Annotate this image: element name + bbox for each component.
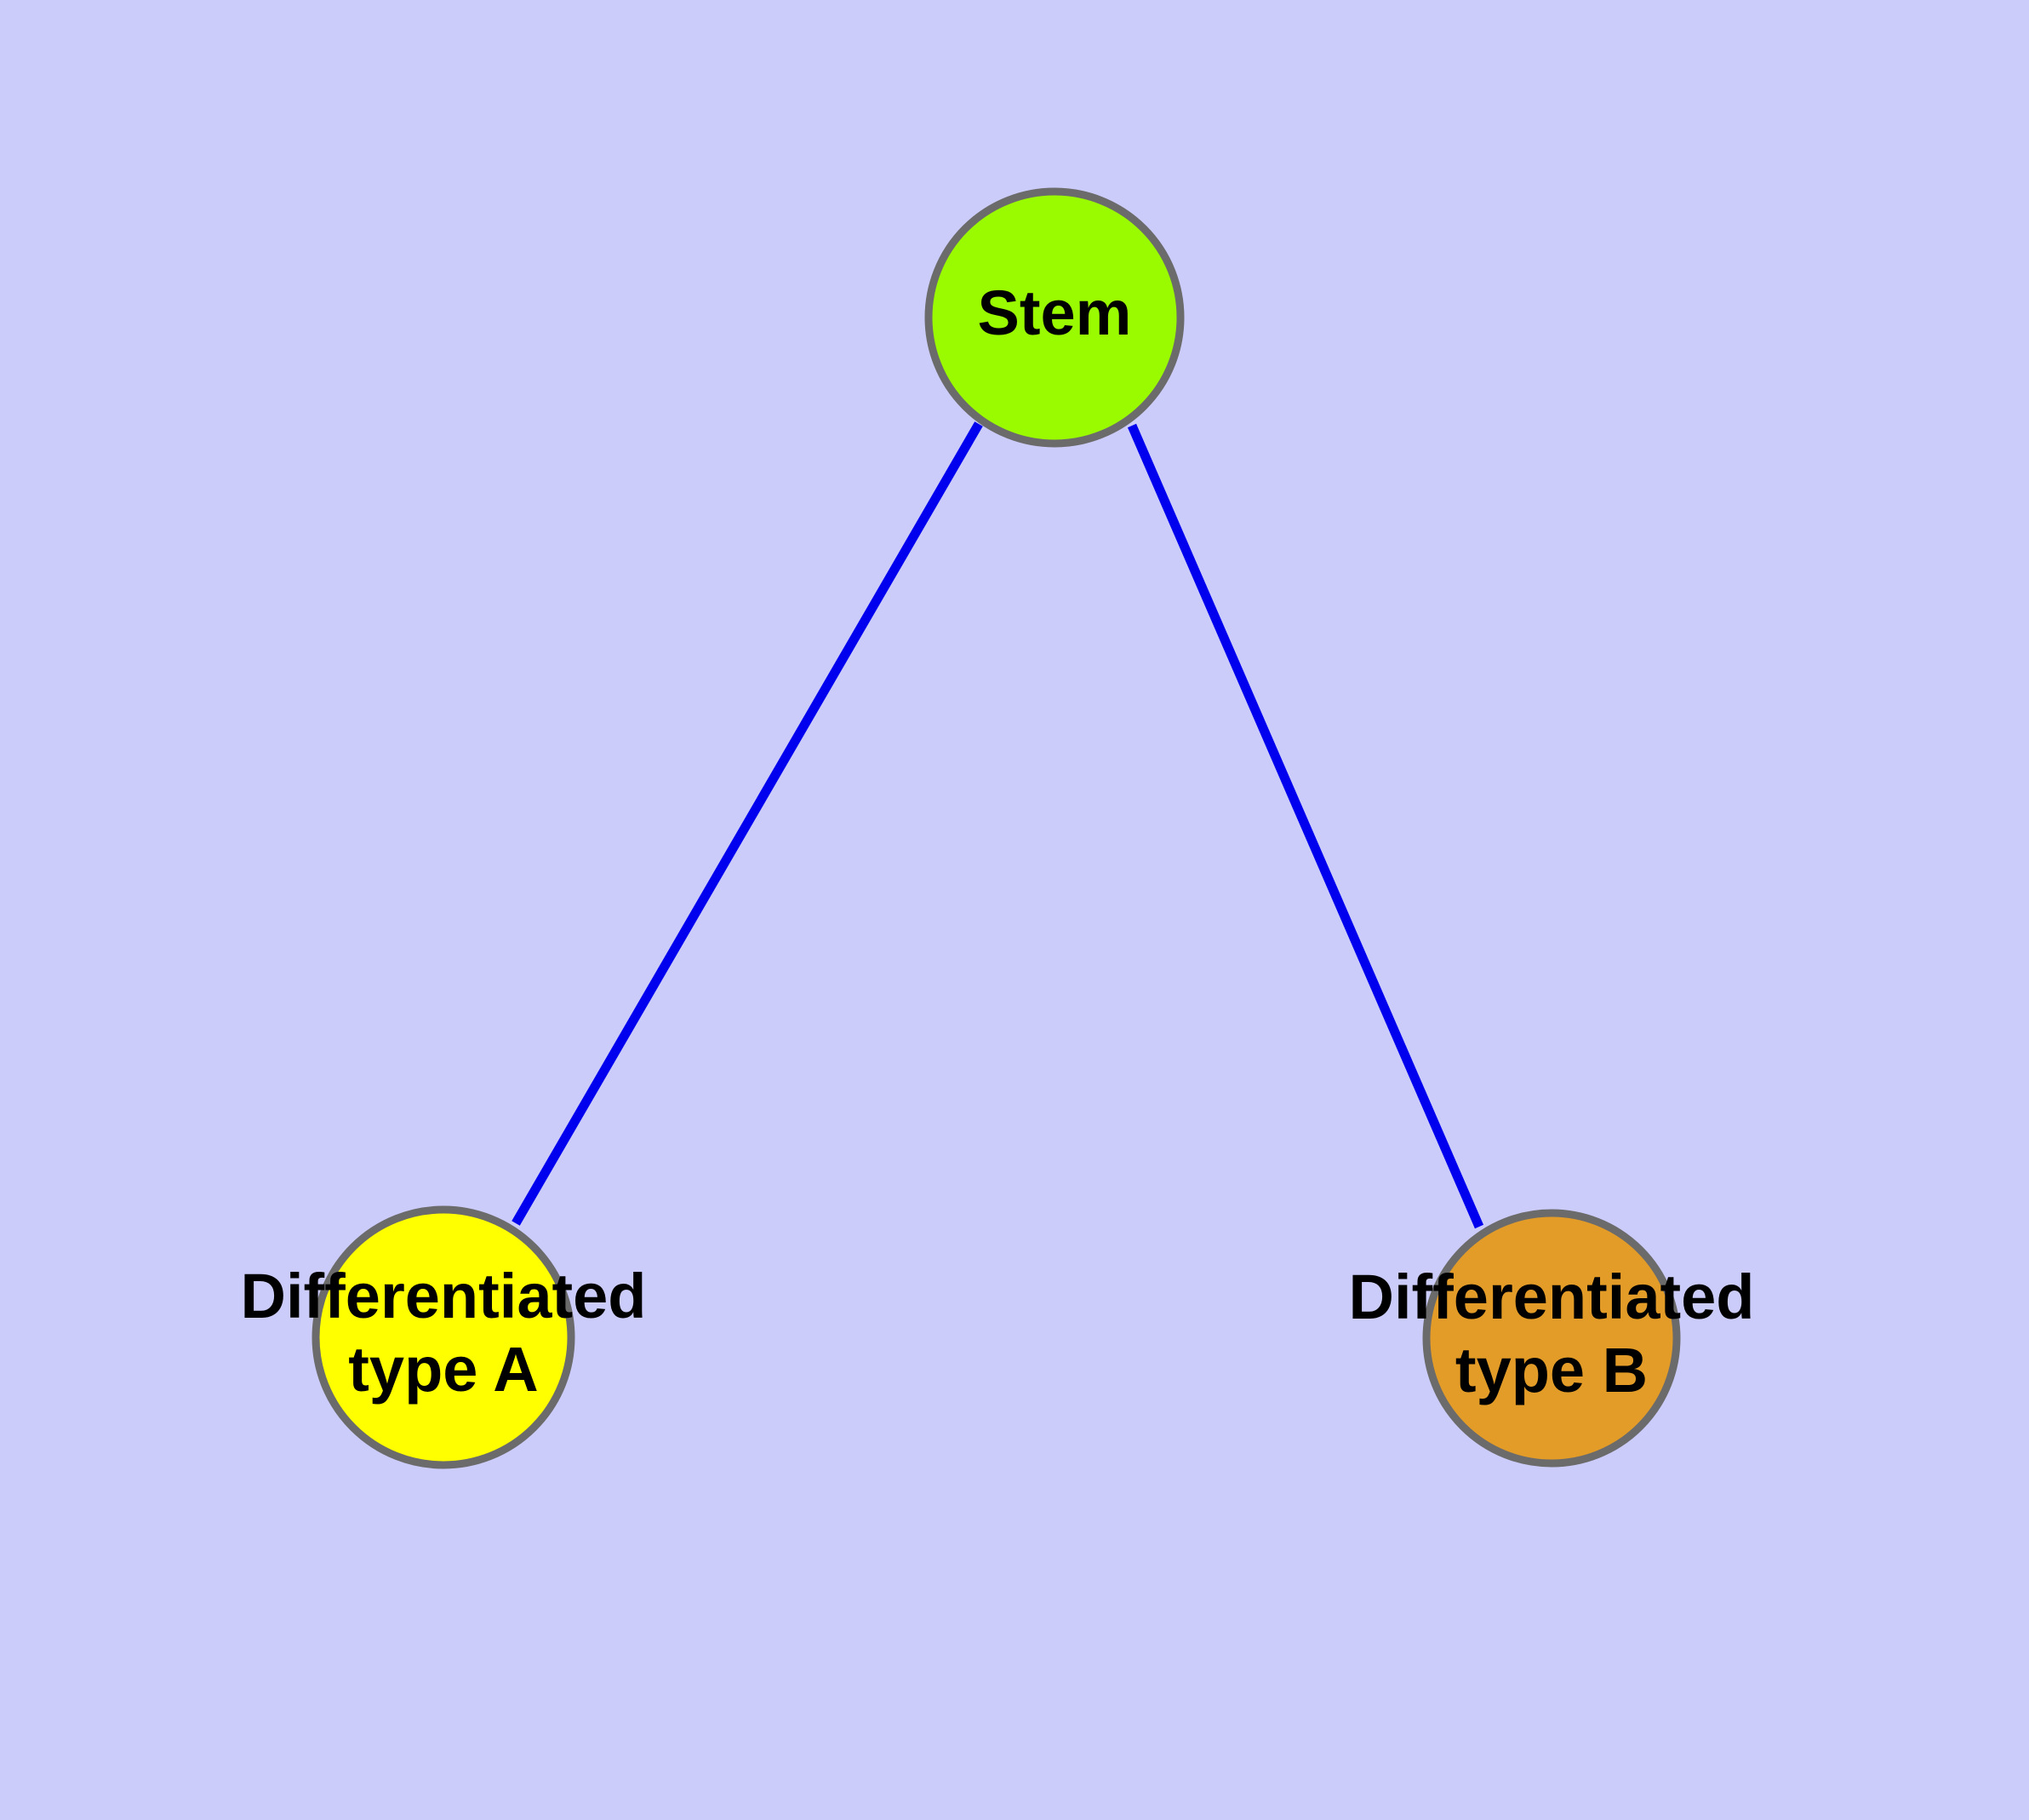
node-layer xyxy=(311,187,1681,1469)
node-diff-a-circle[interactable] xyxy=(311,1205,575,1469)
label-line: Stem xyxy=(978,278,1132,348)
node-diff-b-circle[interactable] xyxy=(1422,1209,1681,1468)
edge-stem-to-diff-a[interactable] xyxy=(512,421,983,1226)
node-stem-circle[interactable] xyxy=(924,187,1185,448)
edge-stem-to-diff-b[interactable] xyxy=(1127,423,1484,1229)
label-line: Differentiated xyxy=(1349,1262,1755,1332)
edge-layer xyxy=(512,421,1484,1229)
label-line: type A xyxy=(348,1334,538,1405)
label-line: Differentiated xyxy=(241,1261,647,1331)
label-line: type B xyxy=(1455,1335,1648,1405)
node-stem-label: Stem xyxy=(978,278,1132,348)
